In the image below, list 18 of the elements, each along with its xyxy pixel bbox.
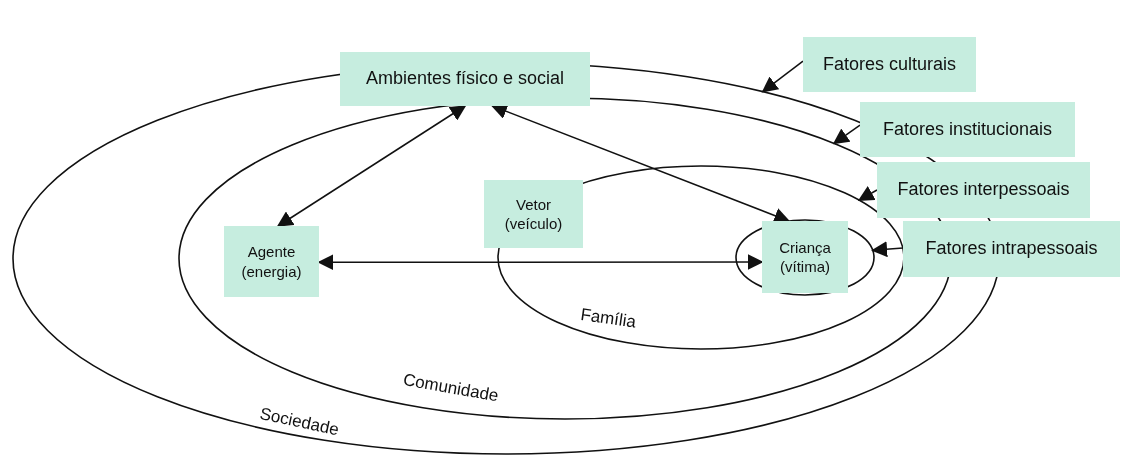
arrow [832,124,861,145]
factor-box: Agente (energia) [224,226,319,297]
factor-box: Criança (vítima) [762,221,848,293]
arrow [857,186,878,201]
factor-box: Fatores interpessoais [877,162,1090,218]
ring-label: Família [579,305,638,333]
arrow [761,60,804,93]
factor-box: Fatores institucionais [860,102,1075,157]
factor-box: Ambientes físico e social [340,52,590,106]
arrow [871,241,904,258]
ring-label: Comunidade [401,370,500,407]
factor-box: Vetor (veículo) [484,180,583,248]
ring-label: Sociedade [257,404,341,441]
arrow [491,103,791,224]
factor-box: Fatores intrapessoais [903,221,1120,277]
arrow [317,254,764,271]
factor-box: Fatores culturais [803,37,976,92]
arrow [276,105,467,227]
